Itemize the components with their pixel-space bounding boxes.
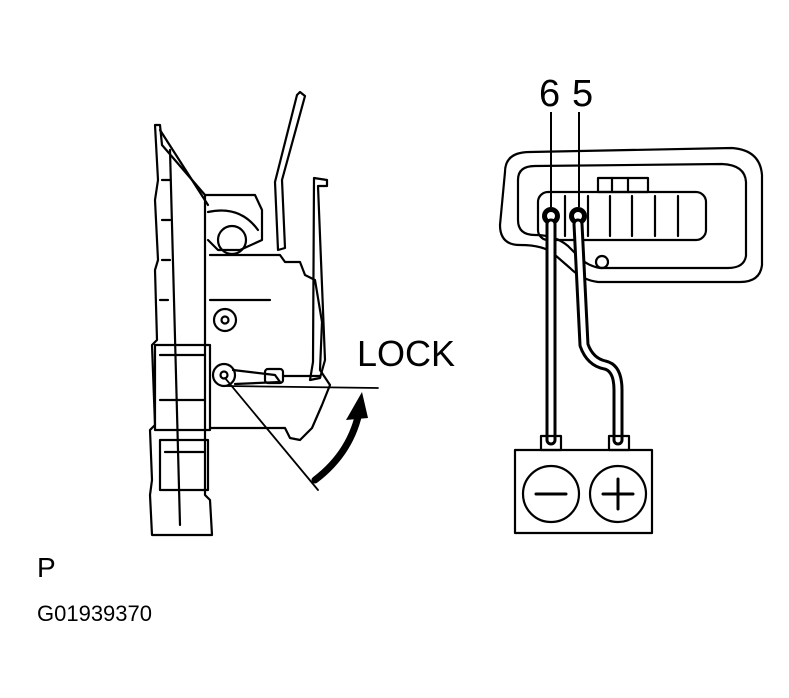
pin-label-6: 6	[539, 73, 560, 115]
test-leads	[545, 218, 624, 446]
pin-leader-lines	[550, 112, 580, 207]
probe-pin-5	[569, 207, 587, 225]
battery-positive-terminal	[588, 464, 648, 524]
lock-label: LOCK	[357, 333, 455, 374]
motor-connector	[498, 146, 764, 284]
pin-label-5: 5	[572, 73, 593, 115]
figure-code: G01939370	[37, 601, 152, 626]
lock-direction-arrow	[311, 392, 368, 484]
view-marker-p: P	[37, 552, 56, 583]
probe-pin-6	[542, 207, 560, 225]
battery-negative-terminal	[521, 464, 581, 524]
door-lock-assembly	[148, 90, 379, 537]
battery	[513, 434, 654, 535]
